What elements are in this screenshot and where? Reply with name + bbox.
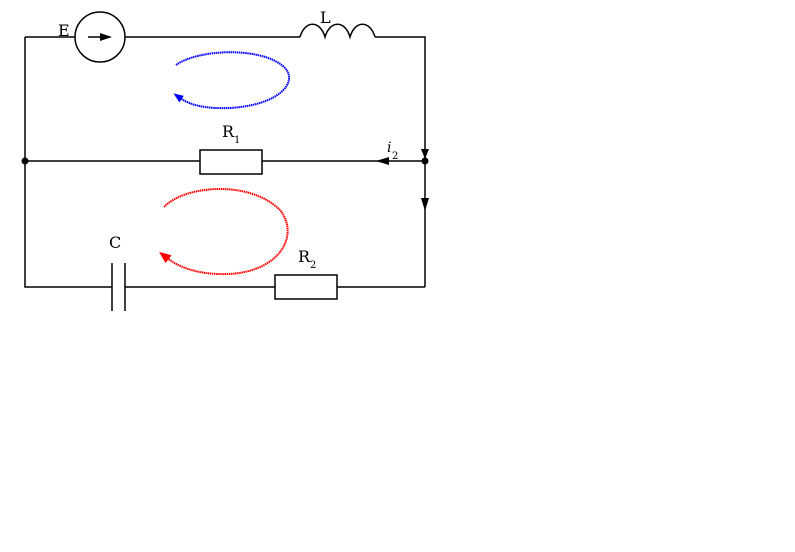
arrow-down-top (421, 149, 429, 159)
label-r1: R (222, 122, 235, 141)
voltage-source (74, 11, 126, 63)
junction-left (21, 157, 29, 165)
arrow-down-bottom (421, 198, 429, 211)
label-l: L (320, 8, 331, 27)
wire-left (24, 37, 112, 288)
label-r2-sub: 2 (310, 260, 316, 271)
current-i2-arrow (376, 157, 389, 165)
label-r2: R (298, 247, 311, 266)
label-e: E (58, 21, 70, 40)
junction-right (421, 157, 429, 165)
loop-current-1 (173, 51, 291, 110)
label-i2-sub: 2 (392, 151, 398, 162)
resistor-r1 (199, 149, 263, 175)
loop-current-2 (159, 188, 289, 276)
inductor (299, 23, 376, 40)
label-c: C (109, 233, 121, 252)
capacitor (111, 263, 126, 311)
label-i2: i (387, 140, 391, 156)
label-r1-sub: 1 (234, 135, 240, 146)
source-arrow-head (100, 33, 112, 41)
resistor-r2 (274, 274, 338, 300)
